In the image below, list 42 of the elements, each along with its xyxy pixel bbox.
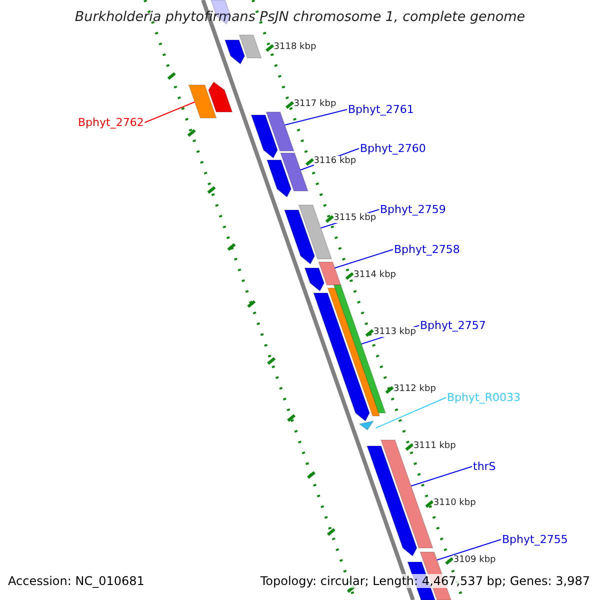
- scale-label: 3110 kbp: [433, 498, 476, 508]
- scale-label: 3117 kbp: [294, 99, 336, 109]
- gene-label: Bphyt_2757: [420, 319, 486, 332]
- leader-line: [410, 466, 472, 486]
- gene-label: Bphyt_2761: [348, 103, 414, 116]
- scale-label: 3109 kbp: [453, 555, 496, 565]
- gene-label: Bphyt_2759: [380, 203, 446, 216]
- leader-line: [144, 102, 196, 123]
- scale-label: 3111 kbp: [413, 441, 456, 451]
- genome-summary-text: Topology: circular; Length: 4,467,537 bp; Genes: 3,987: [260, 574, 590, 588]
- scale-label: 3116 kbp: [314, 156, 356, 166]
- gene-block: [284, 210, 316, 265]
- leader-line: [436, 539, 502, 560]
- gene-feature: [298, 204, 332, 260]
- gene-marker: [358, 420, 374, 431]
- gene-block: [304, 268, 325, 292]
- gene-label: Bphyt_2762: [78, 116, 144, 129]
- scale-label: 3112 kbp: [394, 384, 436, 394]
- scale-label: 3118 kbp: [274, 42, 316, 52]
- leader-line: [334, 249, 394, 268]
- scale-label: 3113 kbp: [374, 327, 416, 337]
- accession-text: Accession: NC_010681: [8, 574, 144, 588]
- gene-feature: [266, 112, 295, 152]
- gene-label: Bphyt_R0033: [447, 391, 520, 404]
- gene-label: Bphyt_2755: [502, 533, 568, 546]
- gene-block: [312, 292, 370, 422]
- gene-feature: [280, 152, 309, 192]
- scale-label: 3115 kbp: [334, 213, 376, 223]
- gene-feature: [188, 84, 217, 118]
- gene-feature: [238, 34, 262, 58]
- gene-feature: [380, 440, 434, 548]
- leader-line: [375, 397, 446, 428]
- gene-feature: [318, 262, 342, 286]
- scale-label: 3114 kbp: [354, 270, 396, 280]
- gene-label: thrS: [473, 460, 496, 473]
- gene-block: [208, 81, 233, 112]
- gene-label: Bphyt_2758: [394, 243, 460, 256]
- gene-label: Bphyt_2760: [360, 142, 426, 155]
- gene-block: [250, 114, 278, 159]
- leader-line: [284, 109, 348, 126]
- gene-block: [266, 160, 292, 198]
- gene-block: [224, 40, 246, 65]
